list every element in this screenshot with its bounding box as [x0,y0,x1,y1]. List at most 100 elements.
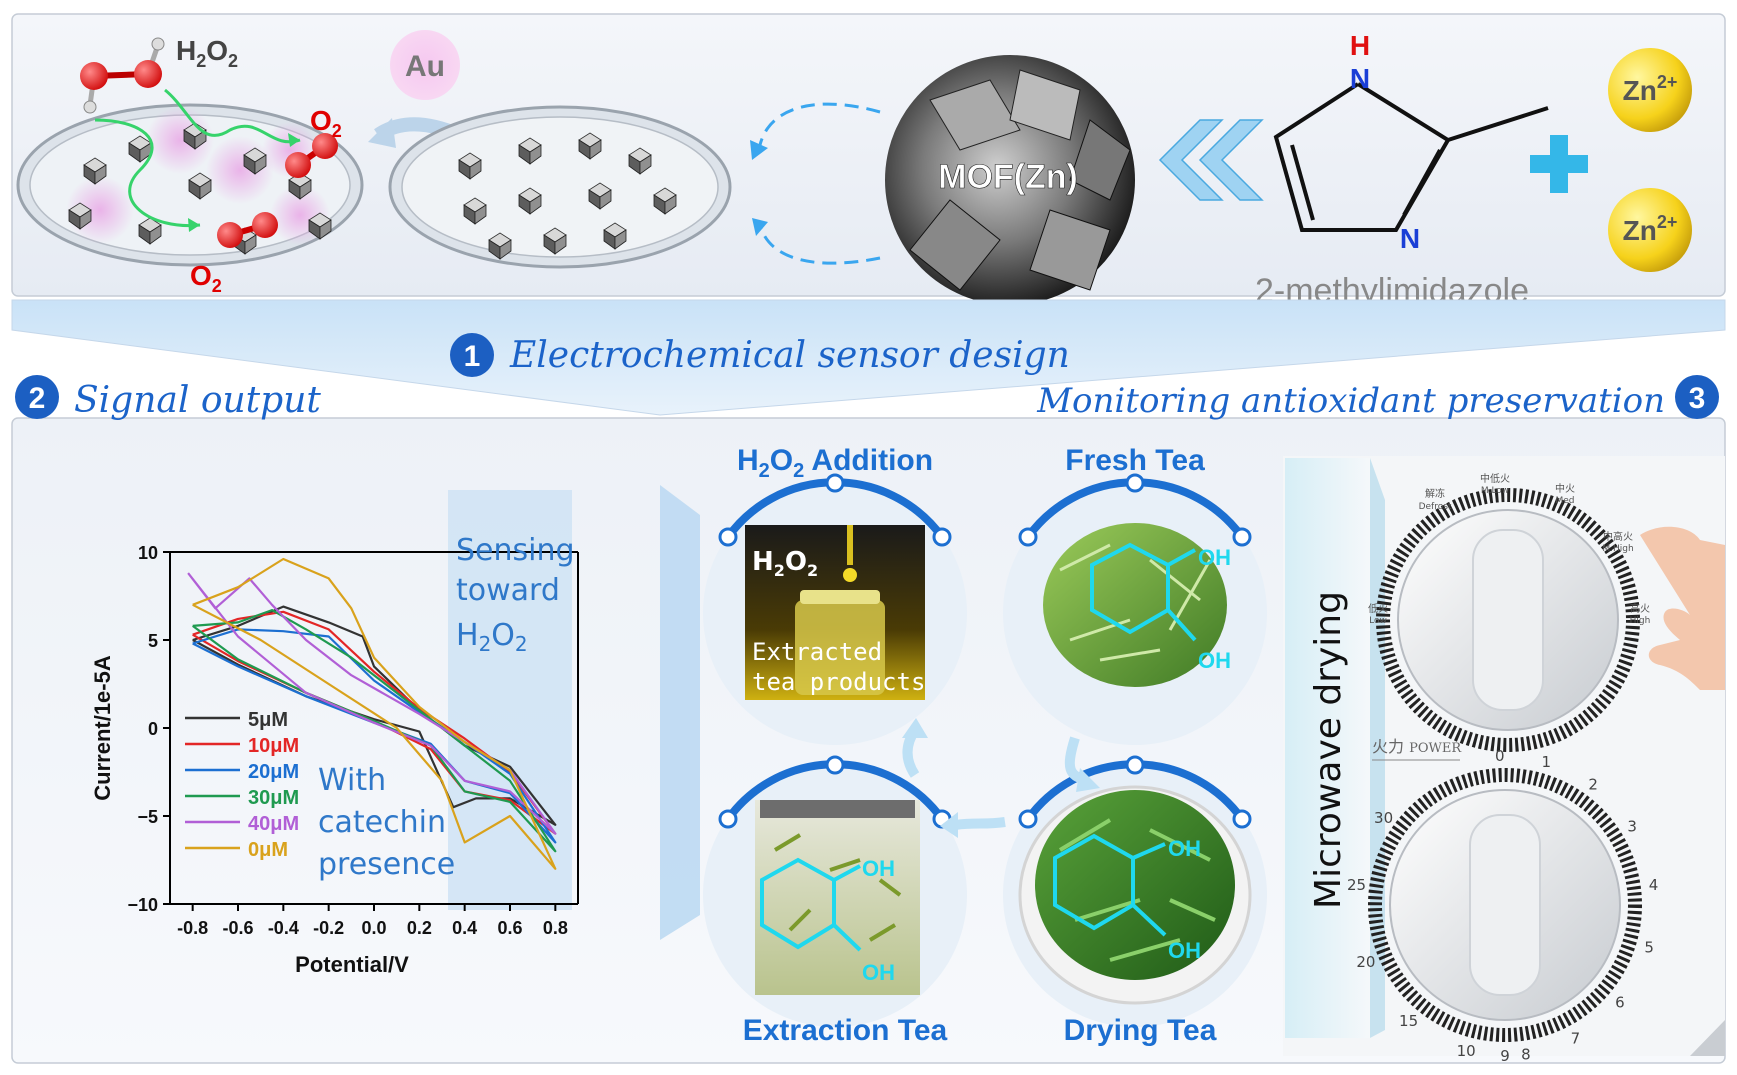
title-drying-tea: Drying Tea [1064,1014,1217,1047]
annotation-box-line-2: toward [456,573,560,608]
svg-text:Low: Low [1369,616,1387,626]
x-tick-label: -0.6 [222,918,253,938]
o2-molecule-b: O2 [190,212,278,296]
reaction-arrows [94,88,301,232]
x-tick-label: 0.0 [361,918,386,938]
legend-label: 10μM [248,735,299,757]
knob2-label: 9 [1500,1047,1510,1065]
banner-funnel [11,299,1726,416]
step1-title: Electrochemical sensor design [509,335,1070,376]
knob2-label: 8 [1521,1046,1531,1064]
knob2-label: 5 [1644,938,1654,956]
knob2-label: 4 [1649,876,1659,894]
o2-molecule-a: O2 [285,105,342,178]
mim-n2: N [1400,223,1420,254]
mof-sem-image: MOF(Zn) [885,55,1135,305]
hand-illustration [1640,526,1725,690]
mof-label: MOF(Zn) [938,158,1078,196]
knob2-label: 2 [1588,776,1598,794]
x-tick-label: -0.2 [313,918,344,938]
knob2-label: 0 [1495,747,1505,765]
x-axis-label: Potential/V [295,952,409,977]
photo-tea-products: tea products [752,668,925,696]
knob2-label: 7 [1571,1029,1581,1047]
svg-text:M.High: M.High [1602,544,1633,554]
circle-drying-tea: OH OH [1003,755,1267,1027]
knob2-label: 10 [1457,1042,1476,1060]
annotation-box-line-3: H2O2 [456,618,528,656]
legend-label: 20μM [248,761,299,783]
mim-n1: N [1350,63,1370,94]
x-tick-label: -0.8 [177,918,208,938]
step2-badge: 2 [15,375,59,419]
step1-badge: 1 [450,333,494,377]
circle-h2o2-addition: H2O2 Extracted tea products [703,473,967,745]
knob2-label: 30 [1374,809,1393,827]
circle-extraction-tea: OH OH [703,755,967,1027]
x-tick-label: 0.4 [452,918,477,938]
plus-icon [1530,135,1588,193]
annotation-line-2: catechin [318,805,446,840]
photo-extracted: Extracted [752,638,882,666]
knob1-label-med: 中火 [1555,482,1575,495]
title-fresh-tea: Fresh Tea [1065,444,1205,477]
svg-text:1: 1 [464,340,481,373]
fresh-oh-1: OH [1198,545,1231,570]
y-tick-label: 0 [148,719,158,739]
step2-title: Signal output [74,380,321,421]
extraction-oh-2: OH [862,960,895,985]
svg-text:High: High [1630,616,1651,626]
au-label: Au [405,50,445,83]
au-sphere: Au [390,30,460,100]
series-line-6 [192,557,557,870]
mof-arrow-head-a [750,140,768,160]
x-tick-label: -0.4 [268,918,299,938]
step3-title: Monitoring antioxidant preservation [1036,381,1665,421]
y-tick-label: 10 [138,543,158,563]
knob2-label: 20 [1356,953,1375,971]
page-curl [1690,1020,1725,1056]
x-tick-label: 0.6 [497,918,522,938]
zn-label-1: Zn2+ [1623,72,1678,106]
title-extraction-tea: Extraction Tea [743,1014,948,1047]
power-label: 火力 POWER [1372,737,1462,756]
synthesis-chevrons [1158,119,1264,201]
knob1-label-mlow: 中低火 [1480,472,1510,485]
svg-text:M.Low: M.Low [1481,486,1509,496]
knob1-label-low: 低火 [1368,602,1388,615]
knob2-label: 1 [1542,753,1552,771]
knob1-label-high: 高火 [1630,602,1650,615]
cycle-arrow-head-2 [940,812,958,838]
series-line-3 [192,628,557,844]
2-methylimidazole-structure: H N N [1273,30,1549,254]
h2o2-molecule: H2O2 [80,35,238,114]
au-arrow-head [368,118,396,148]
y-tick-label: −10 [127,895,158,915]
extraction-oh-1: OH [862,856,895,881]
knob1-label-defrost: 解冻 [1425,487,1445,500]
annotation-box-line-1: Sensing [456,533,575,568]
x-tick-label: 0.8 [543,918,568,938]
svg-text:2: 2 [29,382,46,415]
y-tick-label: −5 [137,807,158,827]
cycle-arrow-head-1 [1076,768,1100,792]
mim-h: H [1350,30,1370,61]
mof-arrow-head-b [752,218,768,236]
drying-oh-2: OH [1168,938,1201,963]
zn-ion-2: Zn2+ [1608,188,1692,272]
fresh-oh-2: OH [1198,648,1231,673]
mof-electrode-dish [388,105,732,269]
legend-label: 30μM [248,787,299,809]
annotation-line-1: With [318,763,386,798]
knob2-label: 15 [1399,1012,1418,1030]
y-tick-label: 5 [148,631,158,651]
knob2-label: 6 [1615,993,1625,1011]
cycle-funnel [660,485,700,940]
x-tick-label: 0.2 [407,918,432,938]
legend-label: 40μM [248,813,299,835]
zn-ion-1: Zn2+ [1608,48,1692,132]
title-h2o2-addition: H2O2 Addition [737,444,933,482]
legend-label: 5μM [248,709,288,731]
knob1-label-mhigh: 中高火 [1603,530,1633,543]
